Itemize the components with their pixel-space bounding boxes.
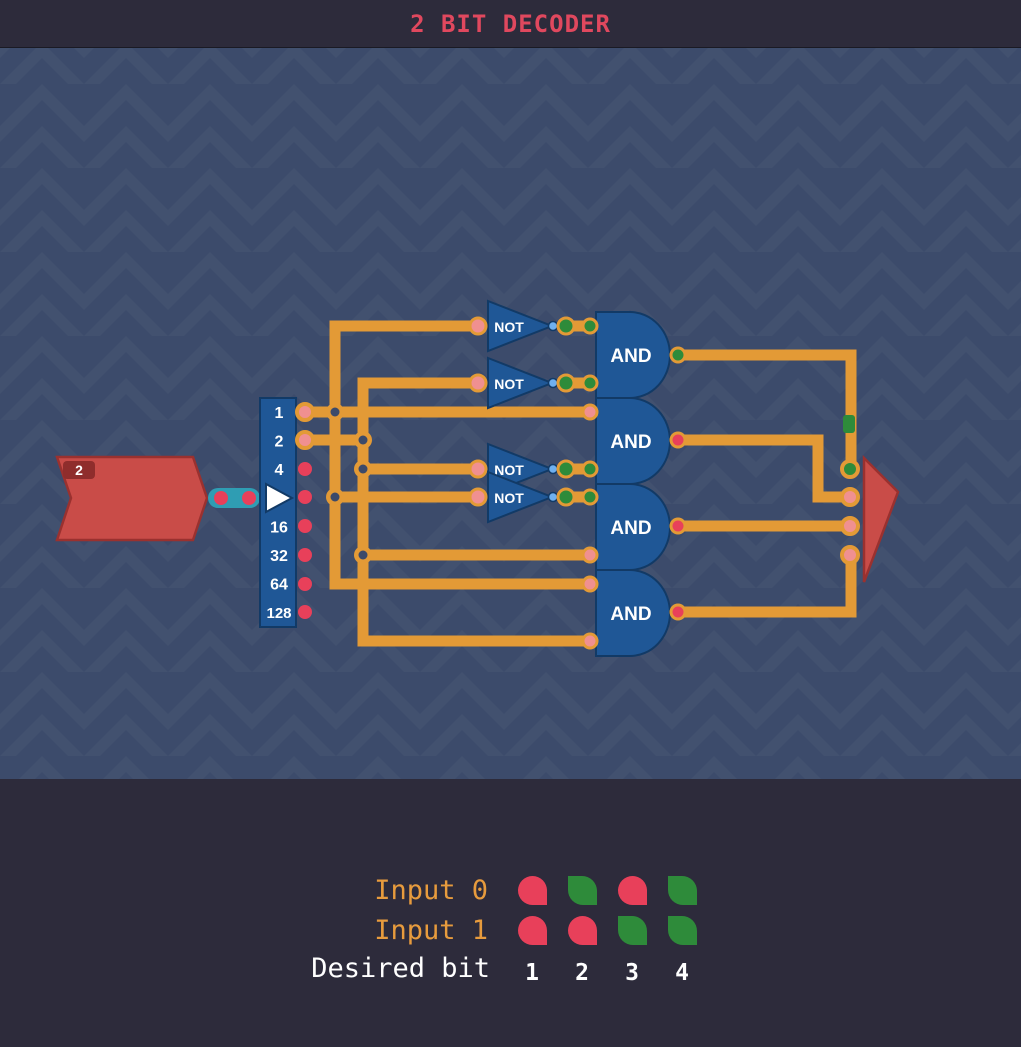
and-gate-3[interactable]: AND (581, 483, 687, 571)
bit-splitter[interactable]: 1248163264128 (259, 397, 315, 628)
desired-bit-1: 1 (525, 960, 539, 986)
selected-bit-marker (265, 482, 295, 514)
pin (295, 430, 315, 450)
splitter-bit-label: 128 (266, 605, 291, 622)
wire-and4-out (678, 555, 857, 618)
input-link (208, 488, 260, 508)
wire-bit1-bus (329, 320, 588, 590)
input-0-label: Input 0 (374, 875, 488, 906)
state-off (518, 916, 547, 945)
input-value: 2 (75, 462, 83, 478)
pin (298, 605, 312, 619)
splitter-bit-label: 16 (270, 519, 288, 536)
pin (298, 462, 312, 476)
state-off (618, 876, 647, 905)
not-gate-4[interactable]: NOT (468, 470, 576, 524)
input-component[interactable]: 2 (55, 455, 209, 542)
splitter-bit-label: 2 (275, 434, 284, 451)
splitter-bit-label: 64 (270, 577, 288, 594)
not-gate-label: NOT (494, 376, 524, 392)
state-off (568, 916, 597, 945)
output-pin (840, 487, 860, 507)
state-on (568, 876, 597, 905)
pin (298, 490, 312, 504)
state-on (668, 876, 697, 905)
splitter-bit-label: 1 (275, 405, 284, 422)
circuit-canvas[interactable]: 2 1248163264128 (0, 48, 1021, 780)
not-gate-label: NOT (494, 319, 524, 335)
pin (298, 548, 312, 562)
desired-bit-4: 4 (675, 960, 689, 986)
not-gate-1[interactable]: NOT (468, 299, 576, 353)
wire-junctions (326, 403, 372, 564)
not-gate-2[interactable]: NOT (468, 356, 576, 410)
state-on (668, 916, 697, 945)
wire-and2-out (678, 434, 851, 503)
and-gate-label: AND (610, 432, 651, 453)
splitter-pins (295, 402, 315, 619)
output-pin (840, 459, 860, 479)
input-1-label: Input 1 (374, 915, 488, 946)
and-gate-label: AND (610, 346, 651, 367)
state-off (518, 876, 547, 905)
signal-indicator (843, 415, 855, 433)
circuit-board[interactable]: 2 1248163264128 (0, 48, 1021, 779)
wires (305, 320, 857, 647)
output-component[interactable] (840, 415, 900, 583)
and-gate-label: AND (610, 518, 651, 539)
truth-table: Input 0 Input 1 Desired bit 1 2 3 4 (0, 779, 1021, 1047)
splitter-bit-label: 32 (270, 548, 288, 565)
state-on (618, 916, 647, 945)
pin (298, 577, 312, 591)
desired-bit-2: 2 (575, 960, 589, 986)
wire-bit2-bus (357, 377, 588, 647)
not-gate-label: NOT (494, 462, 524, 478)
pin (295, 402, 315, 422)
pin (298, 519, 312, 533)
output-pin (840, 545, 860, 565)
desired-bit-label: Desired bit (311, 953, 490, 984)
splitter-bit-label: 4 (275, 462, 284, 479)
title-bar: 2 BIT DECODER (0, 0, 1021, 48)
and-gate-label: AND (610, 604, 651, 625)
output-pin (840, 516, 860, 536)
level-title: 2 BIT DECODER (410, 9, 611, 38)
not-gate-label: NOT (494, 490, 524, 506)
and-gate-4[interactable]: AND (581, 569, 687, 657)
and-gate-2[interactable]: AND (581, 397, 687, 485)
desired-bit-3: 3 (625, 960, 639, 986)
and-gate-1[interactable]: AND (581, 311, 687, 399)
